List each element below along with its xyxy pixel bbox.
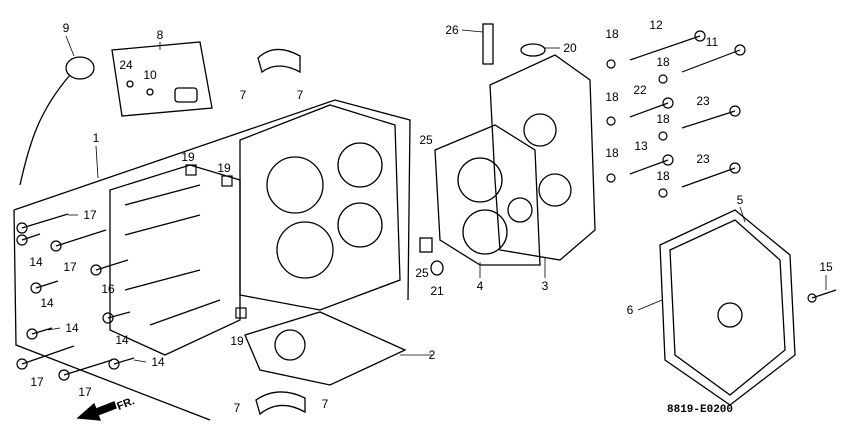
front-direction-arrow	[76, 401, 117, 421]
callout-24: 24	[119, 58, 133, 72]
callout-7: 7	[239, 88, 247, 102]
callout-12: 12	[649, 18, 663, 32]
callout-16: 16	[101, 282, 115, 296]
callout-23: 23	[696, 152, 710, 166]
cylinder-block	[109, 164, 241, 356]
callout-7: 7	[321, 397, 329, 411]
crankcase	[239, 104, 401, 311]
callout-8: 8	[156, 28, 164, 42]
assembly-outline	[13, 99, 411, 301]
callout-4: 4	[476, 279, 484, 293]
leader-lines	[47, 29, 827, 363]
callout-7: 7	[296, 88, 304, 102]
callout-14: 14	[115, 333, 129, 347]
callout-17: 17	[30, 375, 44, 389]
callout-22: 22	[633, 83, 647, 97]
sensor	[65, 56, 95, 80]
callout-17: 17	[78, 385, 92, 399]
spark-plug	[482, 23, 494, 65]
callout-25: 25	[419, 133, 433, 147]
callout-18: 18	[605, 90, 619, 104]
callout-14: 14	[29, 255, 43, 269]
clamp-bottom	[255, 391, 306, 416]
callout-2: 2	[428, 348, 436, 362]
callout-18: 18	[656, 112, 670, 126]
bolts-right	[606, 30, 837, 303]
seal	[520, 43, 546, 57]
callout-25: 25	[415, 266, 429, 280]
head-gasket	[434, 124, 541, 266]
callout-18: 18	[605, 27, 619, 41]
callout-17: 17	[63, 260, 77, 274]
callout-23: 23	[696, 94, 710, 108]
callout-18: 18	[656, 55, 670, 69]
callout-3: 3	[541, 279, 549, 293]
callout-19: 19	[181, 150, 195, 164]
callout-20: 20	[563, 41, 577, 55]
callout-13: 13	[634, 139, 648, 153]
callout-1: 1	[92, 131, 100, 145]
callout-26: 26	[445, 23, 459, 37]
callout-9: 9	[62, 21, 70, 35]
callout-10: 10	[143, 68, 157, 82]
callout-19: 19	[217, 161, 231, 175]
callout-14: 14	[40, 296, 54, 310]
bolts-left	[16, 164, 247, 381]
callout-5: 5	[736, 193, 744, 207]
cylinder-head	[489, 54, 596, 261]
callout-7: 7	[233, 401, 241, 415]
head-cover	[659, 209, 796, 406]
callout-14: 14	[65, 321, 79, 335]
gasket-2	[244, 311, 407, 386]
diagram-code: 8819-E0200	[666, 404, 734, 416]
callout-11: 11	[705, 35, 719, 49]
kit-box	[111, 41, 213, 117]
callout-21: 21	[430, 284, 444, 298]
clamp-top	[257, 48, 301, 74]
callout-19: 19	[230, 334, 244, 348]
callout-6: 6	[626, 303, 634, 317]
callout-14: 14	[151, 355, 165, 369]
callout-18: 18	[605, 146, 619, 160]
cover-gasket	[669, 219, 786, 396]
callout-17: 17	[83, 208, 97, 222]
callout-18: 18	[656, 169, 670, 183]
callout-15: 15	[819, 260, 833, 274]
